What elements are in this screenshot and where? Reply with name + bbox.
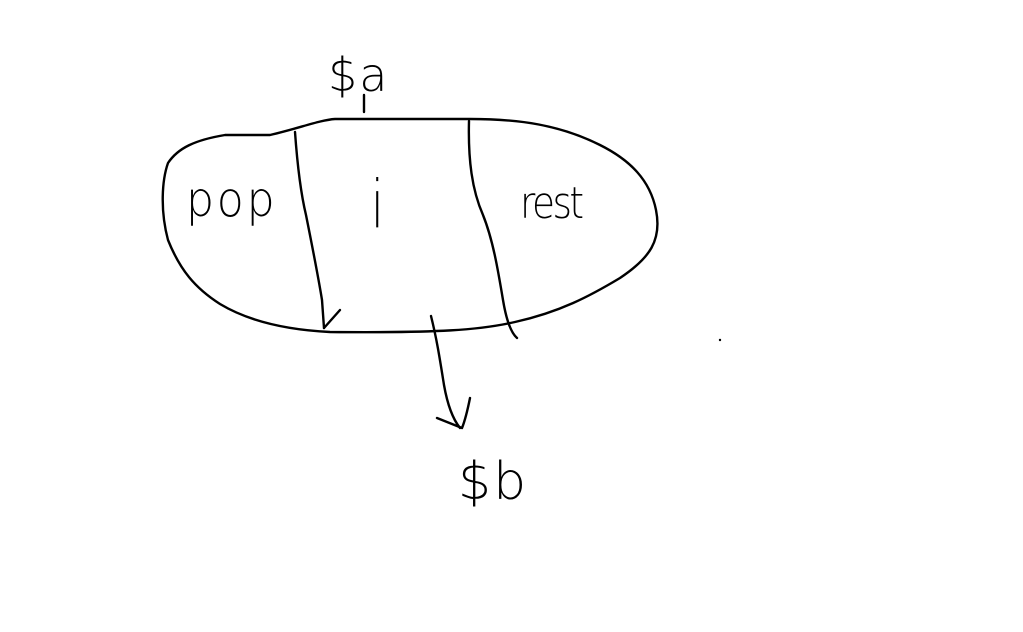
- divider-left-arrowhead: [322, 308, 342, 330]
- segment-label-rest: rest: [520, 178, 584, 229]
- top-label: $a: [328, 48, 390, 102]
- segment-label-pop: pop: [186, 172, 278, 228]
- divider-right: [467, 119, 519, 340]
- down-arrow-head: [435, 396, 472, 430]
- bottom-label: $b: [458, 452, 529, 512]
- ellipse-outline: [161, 117, 659, 334]
- segment-label-i: i: [371, 166, 384, 243]
- stray-dot: [718, 338, 722, 342]
- divider-left: [293, 130, 326, 330]
- down-arrow-shaft: [429, 314, 462, 430]
